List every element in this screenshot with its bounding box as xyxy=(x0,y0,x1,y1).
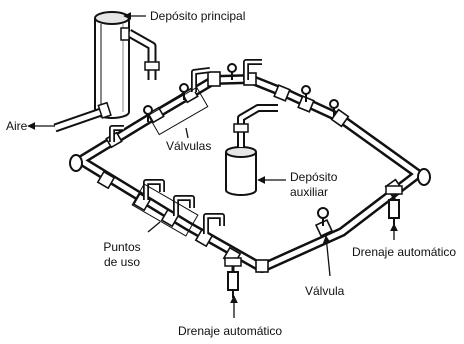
label-main-tank: Depósito principal xyxy=(150,9,246,23)
leader-lines xyxy=(27,12,398,318)
right-end-cap xyxy=(417,168,431,186)
valves-callout-box xyxy=(147,86,209,136)
top-valves xyxy=(143,63,339,226)
valve-4 xyxy=(301,85,311,102)
label-auto-drain-right: Drenaje automático xyxy=(352,245,457,259)
label-aux-tank-line1: Depósito xyxy=(290,170,338,184)
valve-right xyxy=(317,207,329,226)
use-points-callout-box xyxy=(131,183,199,237)
main-tank xyxy=(94,11,130,119)
air-inlet-pipe xyxy=(53,101,112,133)
left-end-cap xyxy=(69,154,83,172)
valve-1 xyxy=(143,105,153,122)
tank-outlet-pipe xyxy=(120,27,160,80)
auto-drain-right xyxy=(385,185,403,226)
auto-drain-bottom xyxy=(224,257,242,298)
valve-3 xyxy=(227,63,237,80)
label-valve: Válvula xyxy=(305,284,345,298)
valve-2 xyxy=(179,83,189,100)
valve-5 xyxy=(329,99,339,116)
label-air: Aire xyxy=(6,119,28,133)
label-auto-drain-bottom: Drenaje automático xyxy=(178,324,283,338)
auxiliary-tank xyxy=(225,104,278,196)
label-aux-tank-line2: auxiliar xyxy=(290,185,329,199)
label-use-points-line2: de uso xyxy=(103,255,141,269)
label-use-points-line1: Puntos xyxy=(103,240,141,254)
label-valves: Válvulas xyxy=(166,139,212,153)
